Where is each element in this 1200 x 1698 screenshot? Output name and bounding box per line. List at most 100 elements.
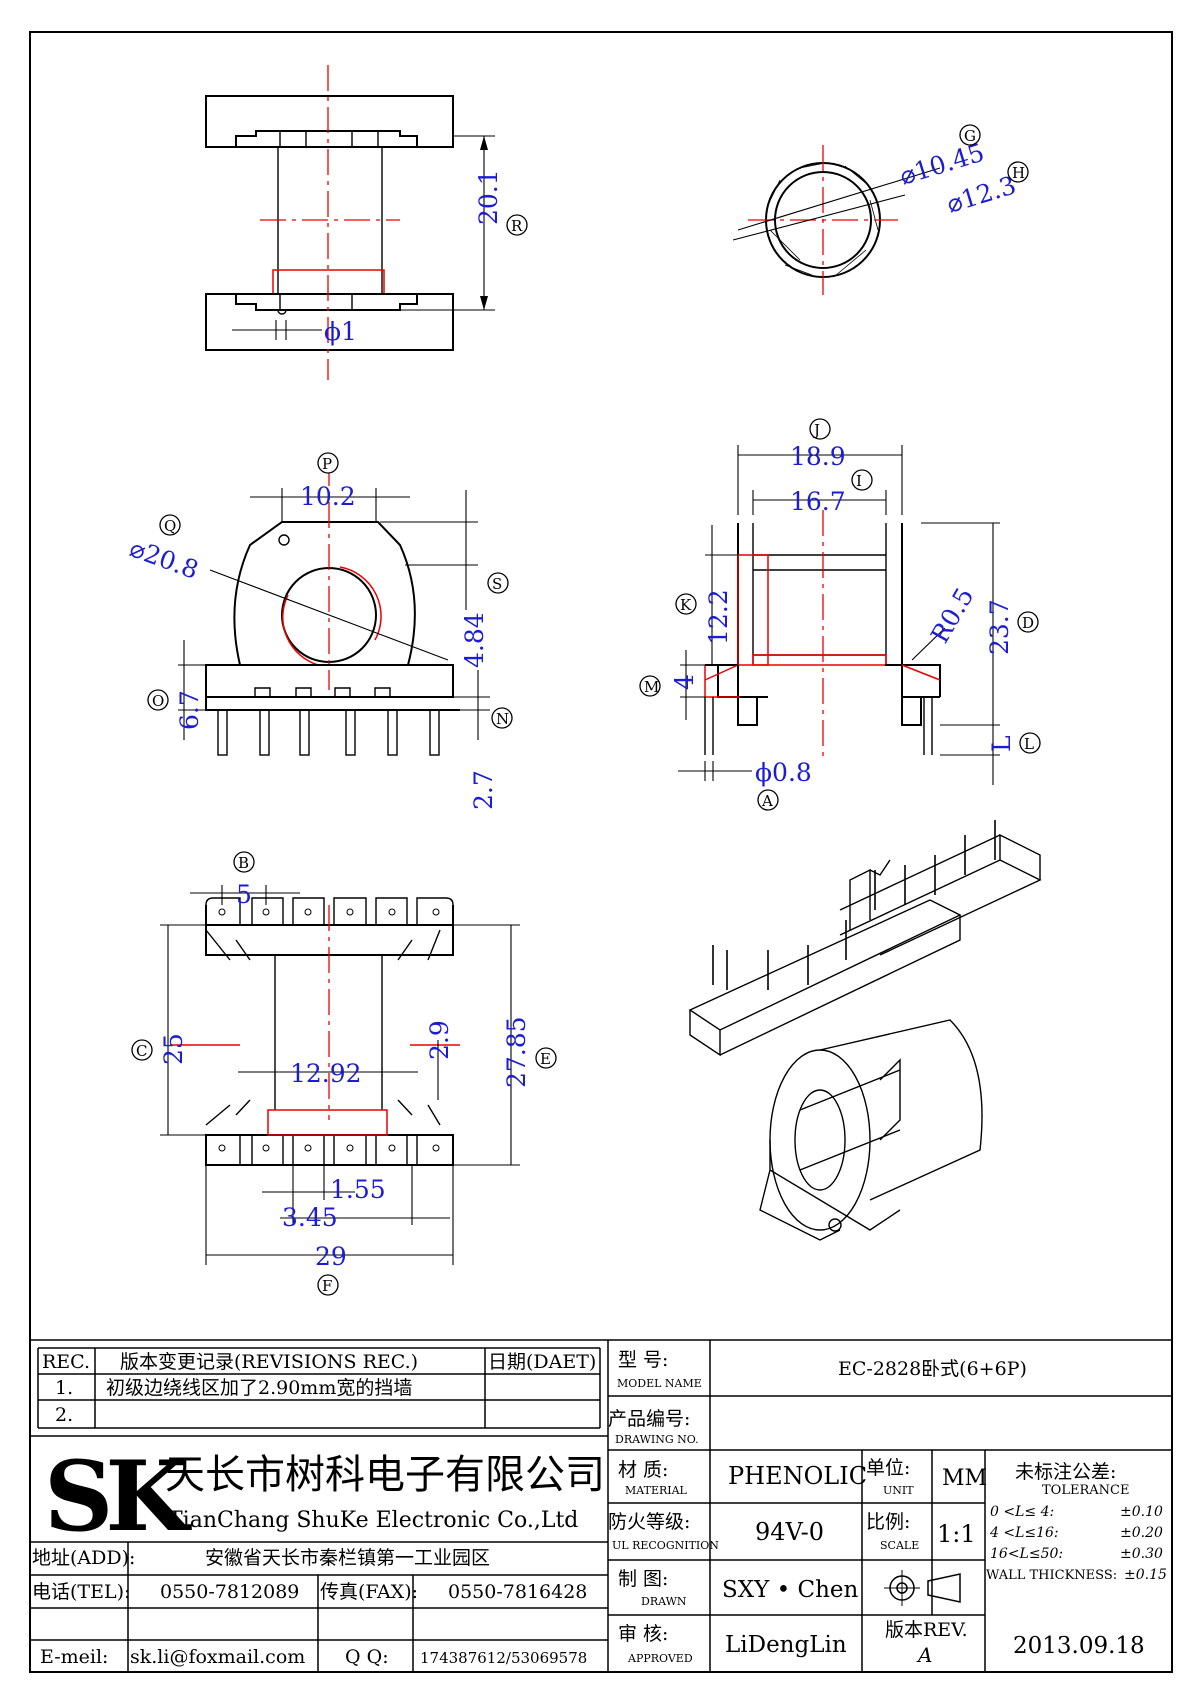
callout-a: A bbox=[761, 792, 773, 810]
drawing-sub: DRAWING NO. bbox=[615, 1433, 699, 1446]
wall-value: ±0.15 bbox=[1124, 1567, 1167, 1583]
fax-label: 传真(FAX): bbox=[320, 1581, 418, 1603]
view-bottom: 5 B 25 C 2.9 12.92 27.85 E 1.55 3.45 29 … bbox=[131, 851, 557, 1296]
callout-b: B bbox=[238, 854, 249, 872]
drawn-sub: DRAWN bbox=[641, 1595, 687, 1608]
rev-row2-no: 2. bbox=[55, 1404, 73, 1426]
company-name-en: TianChang ShuKe Electronic Co.,Ltd bbox=[168, 1508, 578, 1533]
view-front: 10.2 P ⌀20.8 Q 4.84 S 6.7 O 2.7 N bbox=[126, 452, 513, 810]
addr-value: 安徽省天长市秦栏镇第一工业园区 bbox=[205, 1547, 490, 1569]
unit-value: MM bbox=[942, 1466, 987, 1491]
scale-label: 比例: bbox=[866, 1511, 910, 1533]
drawing-label: 产品编号: bbox=[608, 1408, 690, 1430]
callout-q: Q bbox=[164, 517, 176, 535]
rev-row1-desc: 初级边绕线区加了2.90mm宽的挡墙 bbox=[106, 1377, 412, 1399]
callout-c: C bbox=[136, 1042, 147, 1060]
dim-radius: R0.5 bbox=[925, 583, 979, 648]
dim-c-val: 25 bbox=[159, 1033, 188, 1065]
dim-d-val: 23.7 bbox=[985, 599, 1014, 655]
model-value: EC-2828卧式(6+6P) bbox=[838, 1358, 1027, 1380]
callout-j: J bbox=[812, 421, 820, 439]
approved-value: LiDengLin bbox=[725, 1632, 847, 1658]
scale-sub: SCALE bbox=[880, 1539, 919, 1552]
dim-slot-w: 2.9 bbox=[425, 1020, 454, 1060]
dim-pin-dia: ϕ0.8 bbox=[755, 758, 812, 787]
callout-d: D bbox=[1022, 614, 1034, 632]
rev-header-desc: 版本变更记录(REVISIONS REC.) bbox=[120, 1351, 418, 1373]
dim-i-val: 16.7 bbox=[790, 487, 846, 516]
fire-sub: UL RECOGNITION bbox=[612, 1539, 719, 1552]
dim-inner-w: 12.92 bbox=[290, 1059, 362, 1088]
dim-width-p: 10.2 bbox=[300, 482, 356, 511]
callout-i: I bbox=[856, 472, 862, 490]
qq-value: 174387612/53069578 bbox=[420, 1649, 587, 1667]
scale-value: 1:1 bbox=[937, 1520, 976, 1548]
tol-value-1: ±0.10 bbox=[1120, 1504, 1163, 1520]
fire-value: 94V-0 bbox=[755, 1518, 824, 1546]
tol-value-3: ±0.30 bbox=[1120, 1546, 1163, 1562]
dim-top-height: 20.1 bbox=[474, 169, 503, 225]
callout-f: F bbox=[322, 1277, 332, 1295]
qq-label: Q Q: bbox=[345, 1646, 389, 1668]
company-name-cn: 天长市树科电子有限公司 bbox=[165, 1452, 605, 1498]
dim-s-val: 4.84 bbox=[460, 612, 489, 668]
callout-l: L bbox=[1024, 735, 1034, 753]
rev-label: 版本REV. bbox=[885, 1619, 968, 1641]
callout-p: P bbox=[322, 455, 332, 473]
title-block: REC. 版本变更记录(REVISIONS REC.) 日期(DAET) 1. … bbox=[30, 1339, 1172, 1672]
dim-j-val: 18.9 bbox=[790, 442, 846, 471]
mail-value: sk.li@foxmail.com bbox=[130, 1646, 305, 1668]
rev-value: A bbox=[916, 1643, 932, 1667]
callout-r: R bbox=[511, 217, 523, 235]
date-value: 2013.09.18 bbox=[1013, 1633, 1145, 1659]
rev-row1-no: 1. bbox=[55, 1377, 73, 1399]
rev-header-rec: REC. bbox=[42, 1351, 90, 1373]
view-top: 18.9 J 16.7 I 12.2 K 4 M R0.5 23.7 D L L bbox=[639, 418, 1041, 811]
view-side-top: 20.1 R ϕ1 bbox=[205, 65, 528, 380]
dim-dia-q: ⌀20.8 bbox=[126, 533, 202, 584]
dim-total-w: 29 bbox=[315, 1242, 347, 1271]
tol-title: 未标注公差: bbox=[1015, 1461, 1116, 1483]
dim-l-val: L bbox=[987, 735, 1016, 752]
tol-range-3: 16<L≤50: bbox=[990, 1546, 1063, 1562]
model-label: 型 号: bbox=[618, 1349, 668, 1371]
tol-range-1: 0 <L≤ 4: bbox=[990, 1504, 1054, 1520]
tol-range-2: 4 <L≤16: bbox=[989, 1525, 1059, 1541]
company-logo: SK bbox=[44, 1440, 192, 1553]
dim-pin-hole: ϕ1 bbox=[324, 317, 357, 346]
callout-o: O bbox=[152, 692, 164, 710]
tel-value: 0550-7812089 bbox=[160, 1581, 299, 1603]
projection-symbol-icon bbox=[884, 1570, 961, 1606]
dim-e-val: 27.85 bbox=[502, 1016, 531, 1088]
view-isometric bbox=[688, 820, 1042, 1241]
wall-label: WALL THICKNESS: bbox=[986, 1568, 1117, 1583]
dim-pitch-small: 1.55 bbox=[330, 1175, 386, 1204]
unit-sub: UNIT bbox=[883, 1484, 914, 1497]
dim-pin-len: 2.7 bbox=[469, 770, 498, 810]
rev-header-date: 日期(DAET) bbox=[488, 1351, 596, 1373]
drawn-label: 制 图: bbox=[618, 1568, 668, 1590]
dim-k-val: 12.2 bbox=[704, 589, 733, 645]
view-tube-section: ⌀10.45 ⌀12.3 G H bbox=[732, 124, 1029, 295]
dim-outer-dia: ⌀12.3 bbox=[943, 170, 1019, 218]
fire-label: 防火等级: bbox=[608, 1511, 690, 1533]
callout-e: E bbox=[540, 1050, 551, 1068]
material-sub: MATERIAL bbox=[625, 1484, 688, 1497]
dim-b-val: 5 bbox=[236, 880, 252, 909]
tel-label: 电话(TEL): bbox=[32, 1581, 130, 1603]
mail-label: E-meil: bbox=[40, 1646, 108, 1668]
approved-label: 审 核: bbox=[618, 1623, 668, 1645]
addr-label: 地址(ADD): bbox=[32, 1547, 135, 1569]
dim-o-val: 6.7 bbox=[175, 690, 204, 730]
dim-m-val: 4 bbox=[670, 674, 699, 690]
sheet-border bbox=[29, 31, 1173, 1673]
callout-n: N bbox=[496, 710, 509, 728]
callout-g: G bbox=[964, 127, 976, 145]
tol-sub: TOLERANCE bbox=[1042, 1483, 1129, 1498]
approved-sub: APPROVED bbox=[627, 1652, 693, 1665]
callout-h: H bbox=[1012, 164, 1025, 182]
model-sub: MODEL NAME bbox=[617, 1377, 702, 1390]
callout-k: K bbox=[680, 596, 692, 614]
unit-label: 单位: bbox=[866, 1457, 910, 1479]
